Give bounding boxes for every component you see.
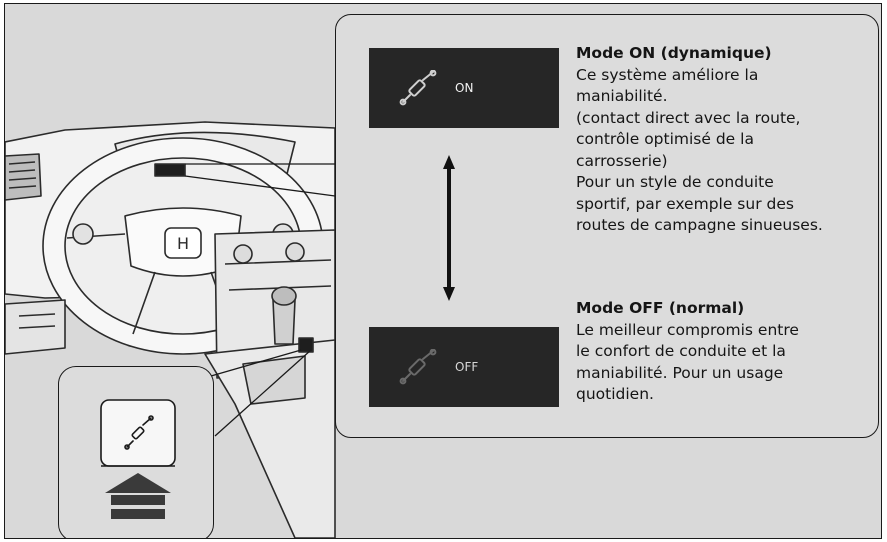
button-inset [58, 366, 214, 538]
svg-text:H: H [177, 234, 189, 253]
display-on-label: ON [455, 81, 474, 95]
mode-off-body: Le meilleur compromis entre le confort d… [576, 320, 799, 404]
suspension-icon [399, 70, 437, 106]
double-arrow-icon [443, 155, 455, 301]
suspension-icon [124, 415, 154, 450]
suspension-icon [399, 349, 437, 385]
mode-off-description: Mode OFF (normal) Le meilleur compromis … [576, 298, 876, 406]
suspension-button [100, 399, 176, 519]
display-off-label: OFF [455, 360, 479, 374]
press-arrow-icon [105, 473, 171, 519]
display-on: ON [369, 48, 559, 128]
mode-off-title: Mode OFF (normal) [576, 299, 745, 317]
manual-figure: H [4, 3, 882, 539]
dashboard-illustration: H [5, 121, 336, 538]
mode-on-body: Ce système améliore la maniabilité. (con… [576, 65, 823, 235]
display-off: OFF [369, 327, 559, 407]
mode-on-title: Mode ON (dynamique) [576, 44, 772, 62]
callout-panel: ON OFF Mode ON (dynamique) Ce système am… [335, 14, 879, 438]
mode-on-description: Mode ON (dynamique) Ce système améliore … [576, 43, 876, 237]
